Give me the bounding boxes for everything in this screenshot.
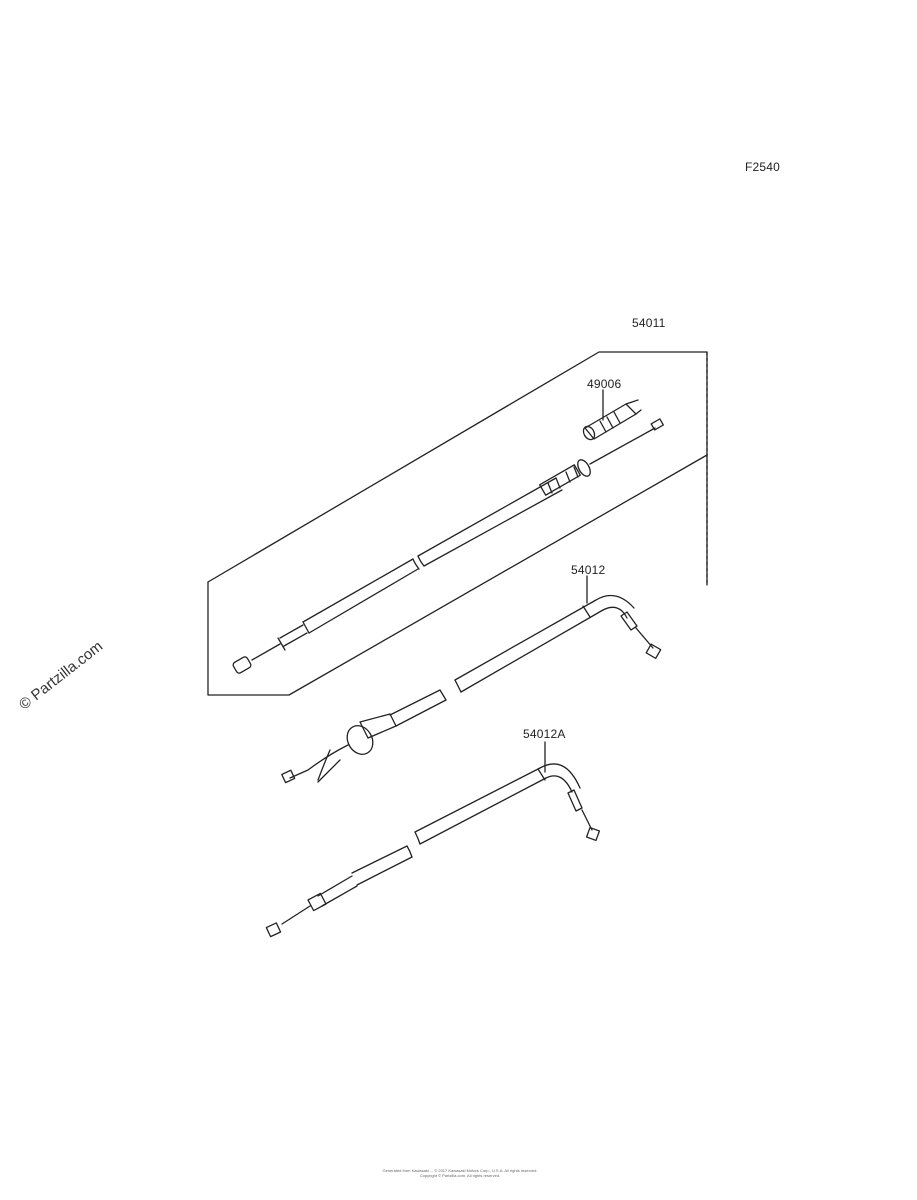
cable-54011 [232, 418, 664, 674]
part-label-49006[interactable]: 49006 [587, 377, 622, 391]
boot-49006 [582, 399, 642, 441]
part-label-54011[interactable]: 54011 [632, 316, 666, 330]
part-label-54012A[interactable]: 54012A [523, 727, 566, 741]
cable-54012 [281, 594, 662, 784]
figure-code: F2540 [745, 160, 781, 174]
footer: Generated from Kawasaki ... © 2017 Kawas… [320, 1168, 600, 1178]
footer-line-1: Generated from Kawasaki ... © 2017 Kawas… [382, 1168, 538, 1173]
part-label-54012[interactable]: 54012 [571, 563, 606, 577]
cable-54012A [265, 763, 601, 938]
assembly-box-54011 [207, 351, 708, 696]
footer-line-2: Copyright © Partzilla.com. All rights re… [419, 1173, 501, 1178]
